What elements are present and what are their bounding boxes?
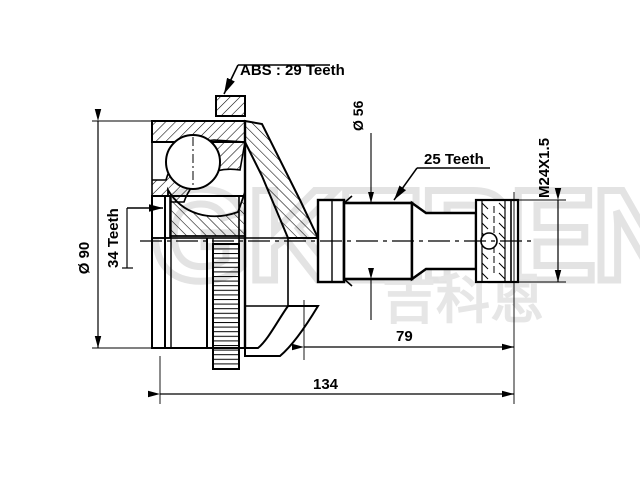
dimension-outer-diameter	[92, 109, 152, 349]
abs-tone-ring-teeth	[212, 243, 240, 370]
joint-bell-lower	[244, 237, 320, 357]
label-25-teeth: 25 Teeth	[424, 151, 484, 168]
dimension-thread	[518, 188, 566, 283]
label-mid-diameter: Ø 56	[350, 100, 366, 131]
dimension-length-134	[148, 356, 515, 404]
abs-ring-top	[215, 95, 246, 117]
label-34-teeth: 34 Teeth	[105, 208, 122, 268]
dimension-abs-leader	[223, 64, 330, 95]
dimension-25-teeth-leader	[393, 167, 490, 201]
label-length-134: 134	[313, 376, 339, 393]
ball-bearing	[165, 134, 221, 190]
label-outer-diameter: Ø 90	[76, 241, 93, 275]
label-thread: M24X1.5	[536, 137, 553, 198]
dimension-length-79	[292, 192, 515, 360]
label-abs-teeth: ABS : 29 Teeth	[240, 62, 345, 79]
label-length-79: 79	[396, 328, 413, 345]
dimension-34-teeth-leader	[122, 204, 163, 269]
